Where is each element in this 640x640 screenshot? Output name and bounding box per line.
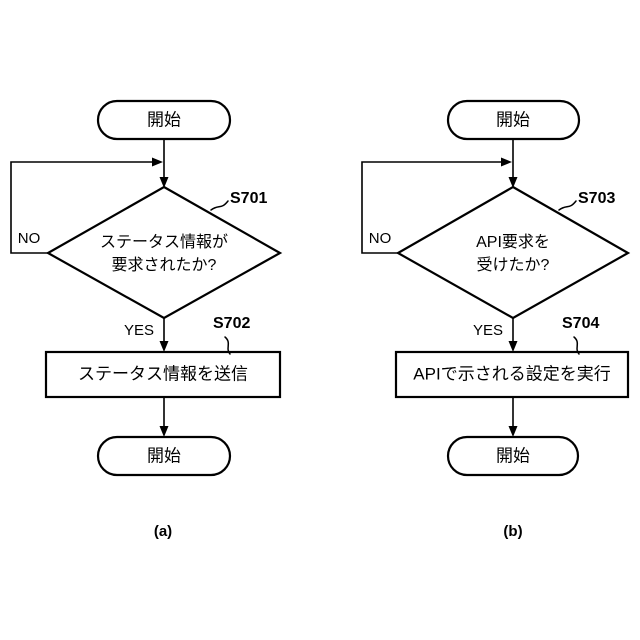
connector-start-to-decision-a <box>159 139 169 188</box>
connector-decision-to-process-a: YES <box>124 318 169 352</box>
end-terminator-shape-b <box>446 435 580 477</box>
start-terminator-label-a: 開始 <box>147 110 181 129</box>
flowchart-b: 開始 NO API要求を 受けたか? S703 <box>361 99 631 540</box>
step-leader-line-s702 <box>224 336 231 355</box>
connector-decision-to-process-b: YES <box>473 318 518 352</box>
process-node-a: ステータス情報を送信 <box>44 350 282 399</box>
no-loop-path <box>361 161 504 254</box>
no-branch-label-b: NO <box>369 230 392 247</box>
arrow-head-right <box>501 157 512 167</box>
arrow-head-down <box>508 426 518 437</box>
step-leader-line-s701 <box>210 200 229 211</box>
flowchart-a: 開始 NO ステータス情報が 要求されたか? S70 <box>10 99 283 540</box>
decision-label-line2-a: 要求されたか? <box>112 256 217 274</box>
arrow-head-down <box>159 177 169 188</box>
connector-start-to-decision-b <box>508 139 518 188</box>
decision-label-line2-b: 受けたか? <box>477 256 550 274</box>
process-label-b: APIで示される設定を実行 <box>413 364 610 383</box>
caption-a: (a) <box>154 523 172 540</box>
yes-branch-label-b: YES <box>473 322 503 339</box>
connector-process-to-end-a <box>159 397 169 437</box>
end-terminator-shape-a <box>96 435 232 477</box>
step-callout-s702: S702 <box>213 315 250 355</box>
process-shape-a <box>44 350 282 399</box>
start-terminator-a: 開始 <box>96 99 232 141</box>
end-terminator-label-b: 開始 <box>496 446 530 465</box>
step-label-s703: S703 <box>578 190 615 207</box>
start-terminator-label-b: 開始 <box>496 110 530 129</box>
step-callout-s703: S703 <box>558 190 615 211</box>
no-feedback-loop-b: NO <box>361 157 512 254</box>
caption-b: (b) <box>503 523 522 540</box>
decision-label-line1-b: API要求を <box>476 233 550 251</box>
process-node-b: APIで示される設定を実行 <box>394 350 630 399</box>
end-terminator-label-a: 開始 <box>147 446 181 465</box>
no-loop-path <box>10 161 155 254</box>
decision-node-b: API要求を 受けたか? <box>395 185 631 320</box>
arrow-head-down <box>159 426 169 437</box>
arrow-head-down <box>508 177 518 188</box>
process-label-a: ステータス情報を送信 <box>78 364 248 383</box>
step-label-s701: S701 <box>230 190 267 207</box>
step-label-s704: S704 <box>562 315 599 332</box>
no-feedback-loop-a: NO <box>10 157 163 254</box>
arrow-head-right <box>152 157 163 167</box>
process-shape-b <box>394 350 630 399</box>
end-terminator-b: 開始 <box>446 435 580 477</box>
step-label-s702: S702 <box>213 315 250 332</box>
step-callout-s704: S704 <box>562 315 599 355</box>
yes-branch-label-a: YES <box>124 322 154 339</box>
arrow-head-down <box>159 341 169 352</box>
step-leader-line-s704 <box>573 336 580 355</box>
connector-process-to-end-b <box>508 397 518 437</box>
step-leader-line-s703 <box>558 200 577 211</box>
no-branch-label-a: NO <box>18 230 41 247</box>
end-terminator-a: 開始 <box>96 435 232 477</box>
decision-label-line1-a: ステータス情報が <box>100 233 228 251</box>
arrow-head-down <box>508 341 518 352</box>
step-callout-s701: S701 <box>210 190 267 211</box>
start-terminator-b: 開始 <box>446 99 581 141</box>
